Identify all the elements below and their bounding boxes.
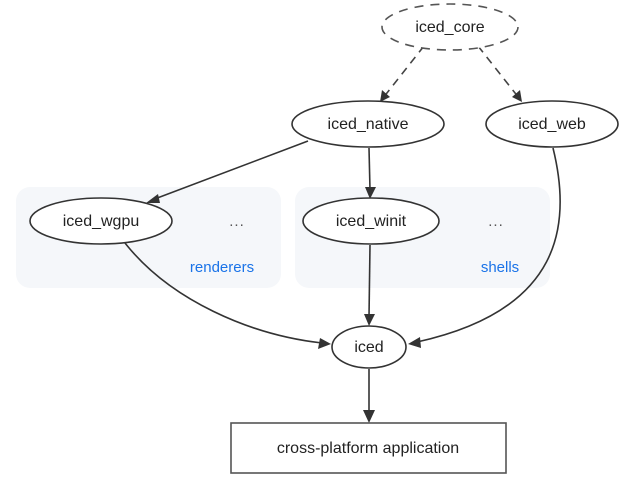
node-iced-core-label: iced_core: [415, 19, 484, 36]
cluster-renderers-label: renderers: [190, 259, 254, 276]
node-application-label: cross-platform application: [277, 440, 459, 457]
edge-web-to-iced-line: [416, 147, 562, 343]
node-application-shape[interactable]: [230, 422, 507, 474]
edge-native-to-winit-line: [368, 147, 371, 191]
edge-winit-to-iced: [364, 244, 375, 326]
edge-core-to-web-line: [477, 45, 520, 99]
node-iced-wgpu-shape[interactable]: [29, 197, 173, 245]
edge-native-to-wgpu: [146, 140, 309, 203]
node-iced-winit[interactable]: iced_winit: [302, 197, 440, 245]
edge-core-to-web: [477, 45, 522, 102]
node-iced-wgpu[interactable]: iced_wgpu: [29, 197, 173, 245]
node-iced-winit-label: iced_winit: [336, 213, 407, 230]
node-iced-label: iced: [354, 339, 383, 356]
node-iced-winit-shape[interactable]: [302, 197, 440, 245]
node-iced-wgpu-label: iced_wgpu: [63, 213, 140, 230]
node-application[interactable]: cross-platform application: [230, 422, 507, 474]
edge-wgpu-to-iced-line: [124, 242, 323, 344]
node-iced-native[interactable]: iced_native: [291, 100, 445, 148]
edge-winit-to-iced-line: [368, 244, 371, 318]
node-iced-web[interactable]: iced_web: [485, 100, 619, 148]
arrowhead-web-to-iced: [408, 337, 421, 348]
edge-wgpu-to-iced: [124, 242, 331, 349]
node-iced-native-label: iced_native: [328, 116, 409, 133]
node-iced[interactable]: iced: [331, 325, 407, 369]
arrowhead-native-to-winit: [365, 187, 376, 199]
arrowhead-winit-to-iced: [364, 314, 375, 326]
node-iced-shape[interactable]: [331, 325, 407, 369]
node-iced-web-shape[interactable]: [485, 100, 619, 148]
node-iced-core[interactable]: iced_core: [381, 3, 519, 51]
node-iced-native-shape[interactable]: [291, 100, 445, 148]
arrowhead-core-to-native: [380, 90, 390, 102]
arrowhead-core-to-web: [512, 90, 522, 102]
arrowhead-native-to-wgpu: [146, 194, 160, 203]
cluster-shells-label: shells: [481, 259, 519, 276]
edge-native-to-winit: [365, 147, 376, 199]
node-iced-core-shape[interactable]: [381, 3, 519, 51]
renderers-more-ellipsis: ...: [229, 213, 245, 230]
edge-iced-to-application: [363, 369, 375, 423]
arrowhead-iced-to-application: [363, 410, 375, 423]
edge-core-to-native-line: [382, 45, 425, 99]
node-iced-web-label: iced_web: [518, 116, 586, 133]
arrowhead-wgpu-to-iced: [318, 338, 331, 349]
edge-native-to-wgpu-line: [151, 140, 309, 201]
edge-core-to-native: [380, 45, 425, 102]
edge-web-to-iced: [408, 147, 562, 348]
shells-more-ellipsis: ...: [488, 213, 504, 230]
